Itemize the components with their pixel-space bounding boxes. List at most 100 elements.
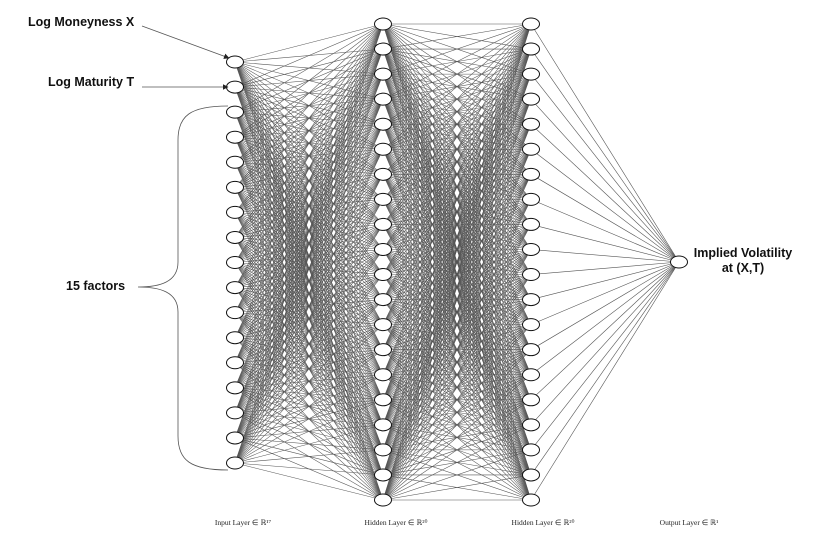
edge-l0-7-0 [234, 23, 384, 238]
edge-l2-4-0 [530, 123, 680, 263]
edge-l2-11-0 [530, 261, 680, 300]
neuron-hidden1-9 [374, 242, 392, 256]
neuron-input-13 [226, 381, 244, 395]
edge-l2-9-0 [530, 249, 680, 263]
edge-l0-9-0 [234, 23, 384, 288]
label-implied-volatility-at: at (X,T) [722, 261, 764, 275]
neuron-input-14 [226, 406, 244, 420]
edge-l1-19-11 [382, 299, 532, 501]
edge-l0-13-0 [234, 23, 384, 388]
edge-l2-5-0 [530, 149, 680, 263]
neuron-hidden1-18 [374, 468, 392, 482]
neuron-input-12 [226, 356, 244, 370]
neuron-input-6 [226, 205, 244, 219]
edge-l0-16-14 [234, 374, 384, 464]
neuron-input-11 [226, 331, 244, 345]
edge-l0-4-0 [234, 23, 384, 163]
edge-l0-8-0 [234, 23, 384, 263]
edge-l1-11-0 [382, 23, 532, 300]
neuron-hidden2-5 [522, 142, 540, 156]
edge-l0-16-11 [234, 299, 384, 464]
caption-hidden-layer-1: Hidden Layer ∈ ℝ²⁰ [365, 518, 428, 527]
neuron-hidden1-12 [374, 318, 392, 332]
neuron-hidden1-15 [374, 393, 392, 407]
edge-l0-16-16 [234, 424, 384, 464]
neuron-hidden1-8 [374, 217, 392, 231]
neuron-input-5 [226, 180, 244, 194]
neuron-hidden2-14 [522, 368, 540, 382]
neuron-hidden1-3 [374, 92, 392, 106]
edge-l1-17-0 [382, 23, 532, 450]
neuron-input-7 [226, 230, 244, 244]
neuron-hidden2-8 [522, 217, 540, 231]
edge-l0-15-0 [234, 23, 384, 439]
edge-l0-16-19 [234, 462, 384, 501]
neuron-input-0 [226, 55, 244, 69]
edge-l1-19-6 [382, 174, 532, 501]
edge-l1-19-12 [382, 324, 532, 501]
neuron-hidden1-6 [374, 167, 392, 181]
edge-l1-10-0 [382, 23, 532, 275]
edge-l1-1-0 [382, 23, 532, 50]
edge-l0-16-8 [234, 224, 384, 464]
edge-l1-2-0 [382, 23, 532, 75]
edge-l1-9-0 [382, 23, 532, 250]
neuron-hidden2-11 [522, 293, 540, 307]
edge-l2-19-0 [530, 261, 680, 501]
neuron-input-15 [226, 431, 244, 445]
neuron-hidden1-10 [374, 268, 392, 282]
caption-hidden-layer-2: Hidden Layer ∈ ℝ²⁰ [512, 518, 575, 527]
neuron-hidden2-15 [522, 393, 540, 407]
edge-l1-19-7 [382, 199, 532, 501]
edge-l2-10-0 [530, 261, 680, 275]
edge-l1-15-0 [382, 23, 532, 400]
edge-l2-3-0 [530, 98, 680, 263]
edge-l2-18-0 [530, 261, 680, 476]
neuron-hidden2-7 [522, 192, 540, 206]
neuron-hidden1-17 [374, 443, 392, 457]
edge-l1-19-5 [382, 149, 532, 501]
label-implied-volatility: Implied Volatility [694, 246, 792, 260]
neuron-hidden2-18 [522, 468, 540, 482]
edge-l0-14-0 [234, 23, 384, 413]
factors-brace [137, 105, 229, 471]
edge-l1-3-0 [382, 23, 532, 100]
edge-l1-19-17 [382, 449, 532, 501]
edge-l2-7-0 [530, 199, 680, 263]
edge-l2-1-0 [530, 48, 680, 263]
neuron-hidden2-9 [522, 242, 540, 256]
edge-l0-16-4 [234, 124, 384, 464]
edge-l1-19-9 [382, 249, 532, 501]
edge-l2-6-0 [530, 174, 680, 263]
neuron-input-1 [226, 80, 244, 94]
edge-l1-19-4 [382, 124, 532, 501]
neuron-hidden1-4 [374, 117, 392, 131]
neuron-hidden2-13 [522, 343, 540, 357]
edge-l0-16-12 [234, 324, 384, 464]
edge-l1-19-2 [382, 74, 532, 501]
connection-edges [234, 23, 680, 501]
edge-l1-6-0 [382, 23, 532, 175]
neuron-hidden1-7 [374, 192, 392, 206]
edge-l0-16-1 [234, 48, 384, 464]
neuron-nodes [226, 17, 688, 507]
neuron-hidden1-16 [374, 418, 392, 432]
caption-input-layer: Input Layer ∈ ℝ¹⁷ [215, 518, 272, 527]
edge-l0-16-9 [234, 249, 384, 464]
edge-l2-16-0 [530, 261, 680, 426]
edge-l1-7-0 [382, 23, 532, 200]
neuron-hidden1-0 [374, 17, 392, 31]
edge-l0-5-0 [234, 23, 384, 188]
neuron-input-10 [226, 306, 244, 320]
edge-l0-16-3 [234, 99, 384, 464]
edge-l1-19-15 [382, 399, 532, 501]
edge-l1-19-8 [382, 224, 532, 501]
neuron-hidden1-5 [374, 142, 392, 156]
edge-l1-19-16 [382, 424, 532, 501]
neuron-hidden1-1 [374, 42, 392, 56]
edge-l1-16-0 [382, 23, 532, 425]
edge-l1-19-10 [382, 274, 532, 501]
edge-l0-1-0 [234, 23, 384, 88]
edge-l0-0-0 [234, 23, 384, 63]
